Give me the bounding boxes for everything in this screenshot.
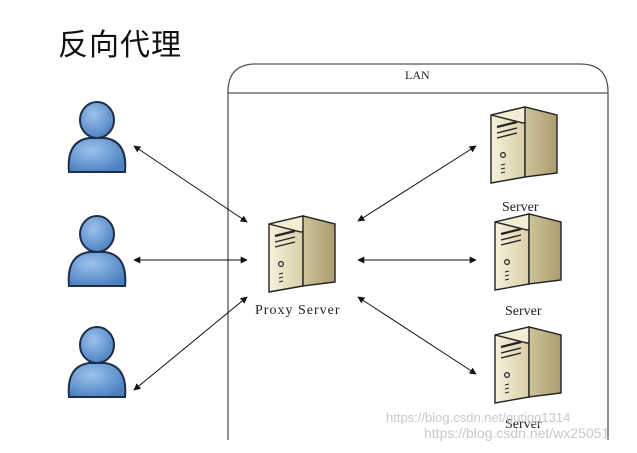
- server-label: Server: [505, 417, 542, 432]
- server-label: Server: [502, 200, 539, 215]
- lan-label: LAN: [405, 68, 430, 82]
- proxy-server-label: Proxy Server: [255, 303, 341, 318]
- user-icon: [67, 101, 127, 173]
- server-icon: [489, 105, 559, 185]
- connector-proxy-server1: [357, 145, 477, 222]
- connector-client1-proxy: [133, 145, 248, 223]
- page-title: 反向代理: [58, 28, 182, 63]
- watermark: https://blog.csdn.net/wx25051: [424, 425, 610, 441]
- connector-proxy-server3: [357, 296, 477, 375]
- user-icon: [67, 215, 127, 287]
- user-icon: [67, 326, 127, 398]
- connector-client3-proxy: [133, 296, 248, 391]
- server-icon: [493, 212, 563, 292]
- server-label: Server: [505, 304, 542, 319]
- lan-region: [227, 63, 609, 440]
- watermark: https://blog.csdn.net/gutigg1314: [386, 410, 571, 425]
- proxy-server-icon: [267, 214, 337, 294]
- server-icon: [493, 325, 563, 405]
